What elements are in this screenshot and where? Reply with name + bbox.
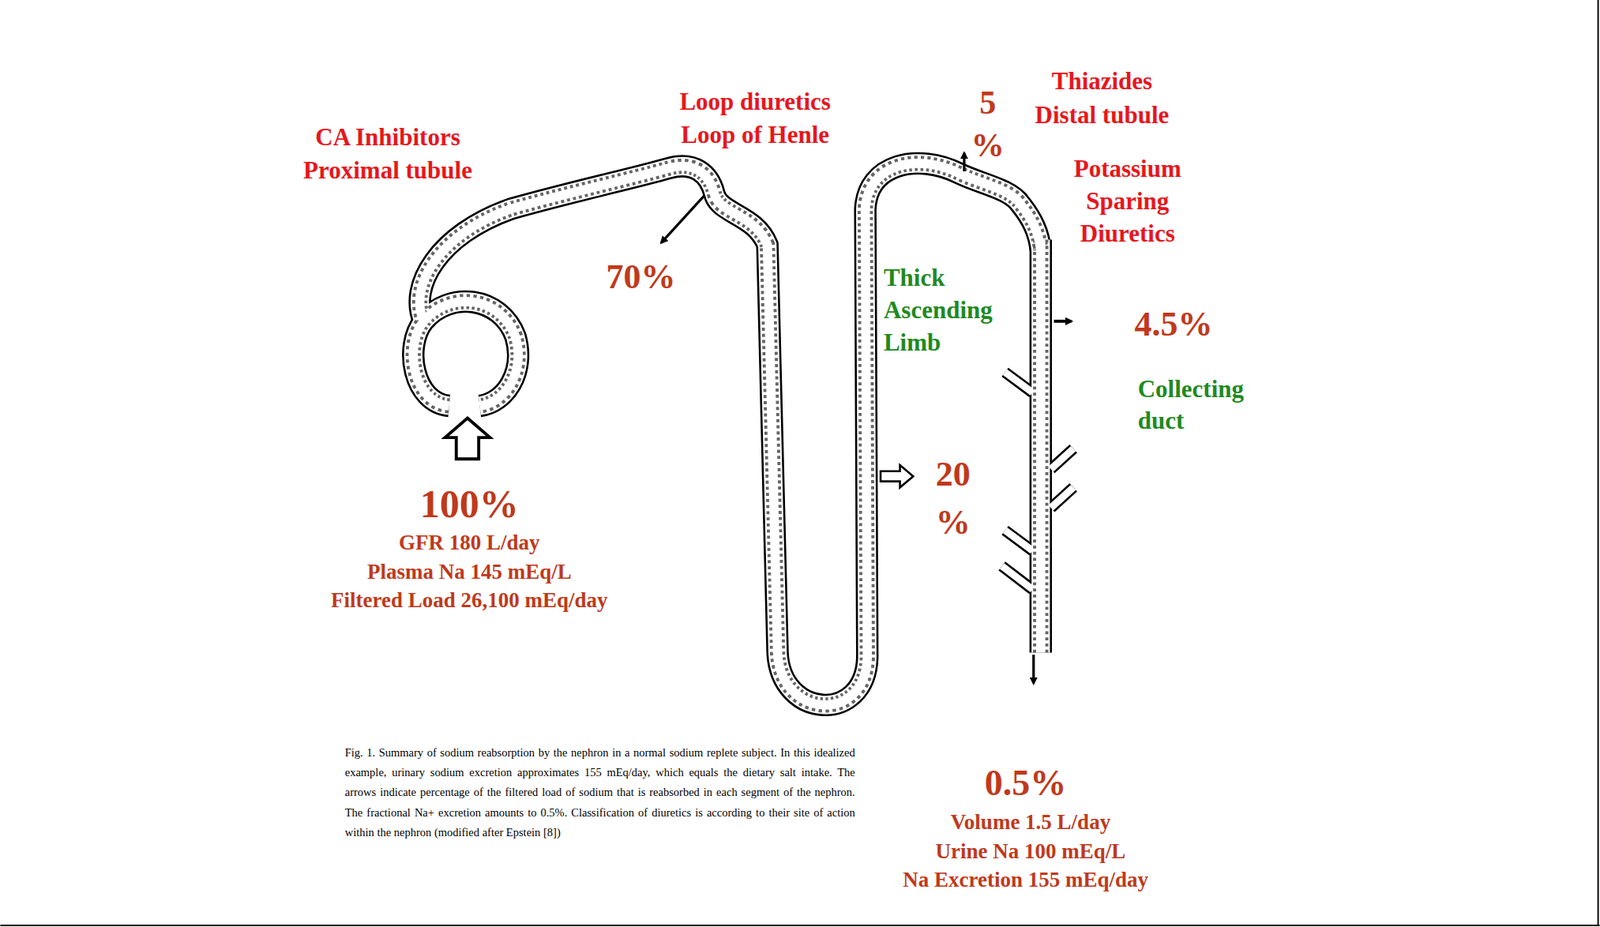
percentage-label: 100% (420, 480, 519, 528)
drug-class-label: Thiazides (1051, 67, 1153, 97)
value-label: Urine Na 100 mEq/L (935, 837, 1127, 864)
tubule-cells (420, 163, 1041, 706)
reabsorption-arrow (1054, 319, 1072, 324)
value-label: Plasma Na 145 mEq/L (367, 558, 572, 584)
frame-line (0, 924, 1600, 927)
capsule-outline (413, 301, 519, 406)
segment-label: Thick Ascending Limb (883, 261, 993, 360)
frame-line (1597, 0, 1600, 927)
percentage-label: 5 % (971, 81, 1005, 168)
drug-class-label: Potassium Sparing Diuretics (1074, 152, 1182, 251)
duct-lumen (1031, 240, 1050, 654)
value-label: Filtered Load 26,100 mEq/day (330, 587, 609, 613)
segment-label: Loop of Henle (680, 120, 830, 150)
reabsorption-arrow (661, 195, 704, 243)
duct-core (1036, 240, 1046, 654)
drug-class-label: Loop diuretics (679, 87, 831, 117)
capsule-lumen (413, 301, 519, 406)
reabsorption-arrow (880, 465, 913, 488)
tubule-core (420, 163, 1041, 706)
reabsorption-arrow (962, 153, 966, 172)
tubule-wall (413, 163, 1074, 706)
percentage-label: 0.5% (984, 762, 1067, 806)
value-label: Volume 1.5 L/day (950, 809, 1111, 835)
percentage-label: 4.5% (1134, 303, 1213, 346)
drug-class-label: CA Inhibitors (315, 123, 460, 153)
value-label: Na Excretion 155 mEq/day (902, 867, 1149, 893)
tubule-outline (420, 163, 1041, 706)
percentage-label: 70% (605, 256, 676, 299)
duct-outline (1029, 240, 1052, 654)
percentage-label: 20 % (935, 450, 971, 548)
figure-caption: Fig. 1. Summary of sodium reabsorption b… (345, 743, 856, 844)
capsule-core (413, 301, 519, 406)
urine-flow-arrow (1032, 654, 1035, 684)
segment-label: Proximal tubule (303, 155, 473, 185)
duct-cells (1032, 240, 1048, 654)
filtration-arrow (445, 418, 491, 460)
segment-label: Distal tubule (1035, 100, 1170, 130)
value-label: GFR 180 L/day (398, 529, 541, 556)
segment-label: Collecting duct (1138, 373, 1244, 438)
capsule-cells (413, 301, 519, 406)
tubule-lumen (420, 163, 1041, 706)
